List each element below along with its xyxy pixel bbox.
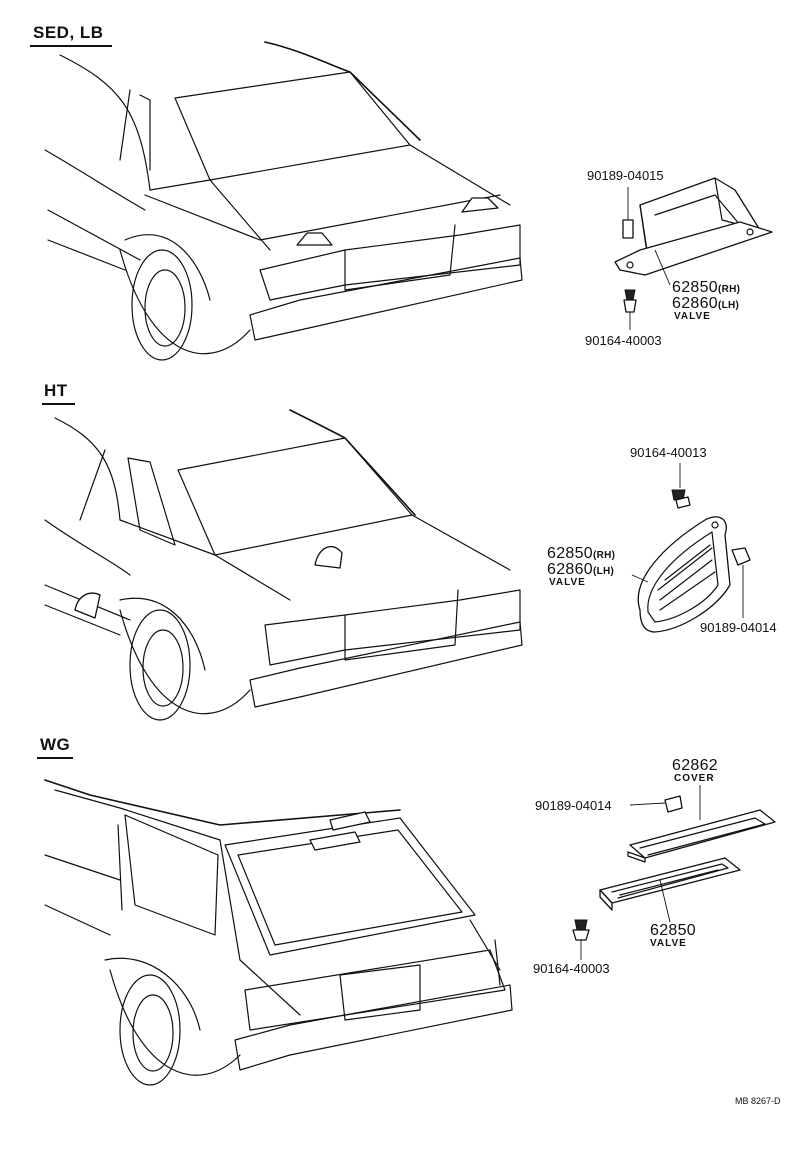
wg-part-62862-label: 62862 <box>672 757 718 774</box>
ht-part-62860-suffix: (LH) <box>593 566 615 577</box>
sed-part-90189-label: 90189-04015 <box>587 168 664 183</box>
ht-valve-label: VALVE <box>549 577 586 588</box>
section-underline-wg <box>37 757 73 759</box>
sed-part-62850-label: 62850(RH) <box>672 280 740 296</box>
wg-cover-label: COVER <box>674 773 715 784</box>
wg-part-90164-label: 90164-40003 <box>533 961 610 976</box>
ht-part-62850-label: 62850(RH) <box>547 546 615 562</box>
sed-part-62850-suffix: (RH) <box>718 284 741 295</box>
sed-part-62860-label: 62860(LH) <box>672 296 739 312</box>
ht-part-62850-number: 62850 <box>547 545 593 562</box>
section-label-ht: HT <box>44 381 68 400</box>
sed-part-90164-label: 90164-40003 <box>585 333 662 348</box>
wg-part-90189-label: 90189-04014 <box>535 798 612 813</box>
section-underline-sed-lb <box>30 45 112 47</box>
sedan-valve-part <box>614 177 773 330</box>
sedan-car-illustration <box>44 41 523 361</box>
wg-valve-label: VALVE <box>650 938 687 949</box>
sed-part-62860-suffix: (LH) <box>718 300 740 311</box>
sed-valve-label: VALVE <box>674 311 711 322</box>
sed-part-62860-number: 62860 <box>672 295 718 312</box>
section-label-wg: WG <box>40 735 71 754</box>
ht-part-90164-label: 90164-40013 <box>630 445 707 460</box>
section-label-sed-lb: SED, LB <box>33 23 104 42</box>
ht-part-62860-number: 62860 <box>547 561 593 578</box>
ht-part-62850-suffix: (RH) <box>593 550 616 561</box>
wg-part-62850-label: 62850 <box>650 922 696 939</box>
hardtop-valve-part <box>631 463 751 633</box>
diagram-code: MB 8267-D <box>735 1096 781 1106</box>
hardtop-car-illustration <box>44 409 523 721</box>
sed-part-62850-number: 62850 <box>672 279 718 296</box>
ht-part-62860-label: 62860(LH) <box>547 562 614 578</box>
wagon-cover-and-valve-parts <box>572 785 776 960</box>
wagon-car-illustration <box>44 779 513 1086</box>
section-underline-ht <box>42 403 75 405</box>
ht-part-90189-label: 90189-04014 <box>700 620 777 635</box>
